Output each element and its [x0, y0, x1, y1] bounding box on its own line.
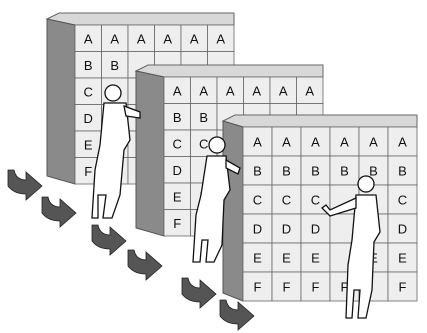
cell-label: D [84, 111, 93, 126]
cell-label: C [282, 193, 291, 208]
cell-label: A [282, 135, 291, 150]
flow-arrow-6 [220, 300, 254, 330]
cell-label: A [369, 135, 378, 150]
cell-label: C [253, 193, 262, 208]
cell-label: B [369, 164, 378, 179]
cell-label: A [199, 83, 208, 98]
cell-label: F [312, 280, 320, 295]
cell-label: A [253, 135, 262, 150]
cell-label: A [190, 31, 199, 46]
flow-arrow-1 [8, 170, 42, 200]
cell-label: E [84, 137, 93, 152]
cell-label: C [173, 136, 182, 151]
cell-label: D [173, 163, 182, 178]
cabinet-top-face [223, 115, 417, 127]
cell-label: A [340, 135, 349, 150]
cell-label: A [110, 31, 119, 46]
cell-label: B [253, 164, 262, 179]
flow-arrow-2 [42, 197, 76, 227]
cell-label: A [398, 135, 407, 150]
cell-label: B [398, 164, 407, 179]
flow-arrow-4 [128, 250, 162, 280]
cabinet-top-face [136, 65, 323, 77]
cell-label: E [173, 189, 182, 204]
cell-label: A [305, 83, 314, 98]
cell-label: A [279, 83, 288, 98]
cell-label: B [199, 110, 208, 125]
cell-label: F [254, 280, 262, 295]
cell-label: A [137, 31, 146, 46]
cell-label: A [84, 31, 93, 46]
cell-label: D [253, 222, 262, 237]
cabinet-side-face [47, 19, 75, 184]
cell-label: A [252, 83, 261, 98]
cell-label: C [199, 136, 208, 151]
cell-label: A [173, 83, 182, 98]
cell-label: E [253, 251, 262, 266]
cell-label: E [311, 251, 320, 266]
cell-label: C [84, 84, 93, 99]
cell-label: C [311, 193, 320, 208]
flow-arrow-5 [182, 278, 216, 308]
cell-label: B [340, 164, 349, 179]
cell-label: A [163, 31, 172, 46]
cell-label: D [398, 222, 407, 237]
cell-label: E [282, 251, 291, 266]
cell-label: F [84, 164, 92, 179]
cell-label: B [84, 58, 93, 73]
cell-label: E [398, 251, 407, 266]
cell-label: B [110, 58, 119, 73]
cell-label: A [216, 31, 225, 46]
cell-label: A [226, 83, 235, 98]
cell-label: B [282, 164, 291, 179]
cell-label: F [283, 280, 291, 295]
cell-label: A [311, 135, 320, 150]
cell-label: D [311, 222, 320, 237]
cell-label: C [398, 193, 407, 208]
cabinet-side-face [136, 71, 164, 236]
cell-label: F [173, 216, 181, 231]
cabinet-panel: AAAAAABBBBBBCCCCDDDDEEEEEFFFFF [223, 115, 417, 301]
cell-label: B [311, 164, 320, 179]
cabinet-side-face [223, 121, 243, 301]
cell-label: D [282, 222, 291, 237]
cell-label: F [399, 280, 407, 295]
cell-label: B [173, 110, 182, 125]
flow-arrow-3 [92, 225, 126, 255]
cabinet-top-face [47, 13, 234, 25]
